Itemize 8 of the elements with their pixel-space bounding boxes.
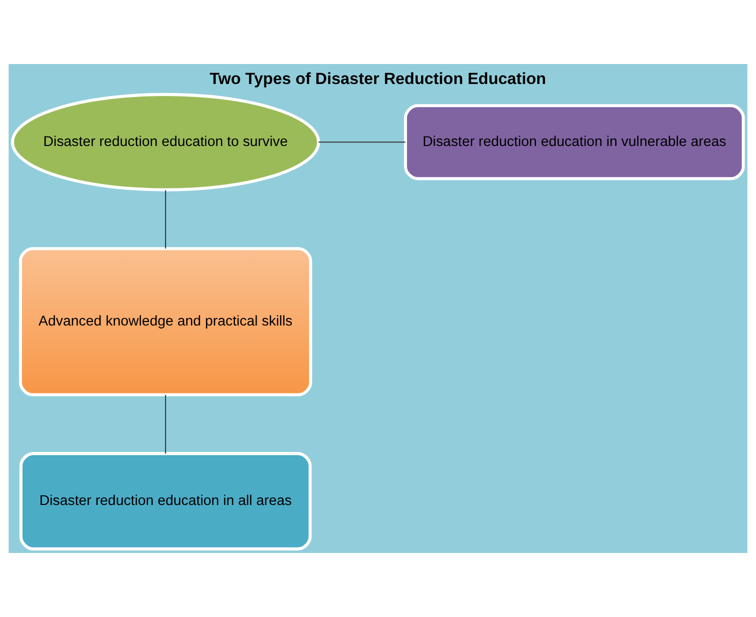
node-box: Advanced knowledge and practical skills (18, 247, 312, 396)
connector (165, 190, 166, 249)
node-ellipse: Disaster reduction education to survive (11, 92, 320, 192)
connector (318, 142, 406, 143)
connector (165, 394, 166, 454)
node-box: Disaster reduction education in vulnerable areas (404, 104, 745, 180)
node-box: Disaster reduction education in all areas (19, 452, 312, 550)
diagram-title: Two Types of Disaster Reduction Education (210, 70, 546, 88)
